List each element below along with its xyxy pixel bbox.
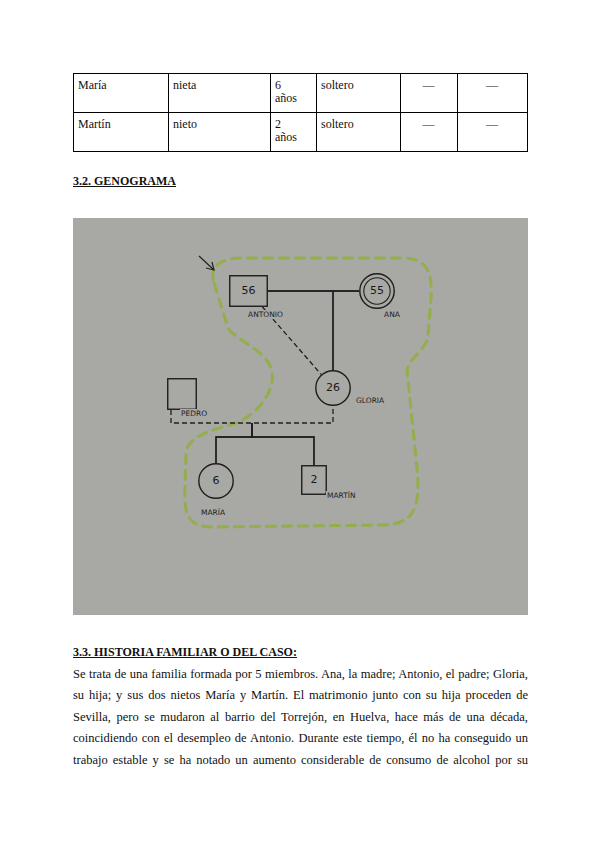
table-cell: — [400, 79, 457, 92]
male-square: 2MARTÍN [301, 465, 327, 495]
age-number: 55 [370, 285, 384, 297]
circle-outline [199, 464, 233, 498]
index-person-arrow [199, 256, 214, 270]
age-number: 26 [326, 382, 340, 394]
table-cell: María [78, 79, 163, 92]
circle-outline [316, 371, 350, 405]
table-lines [73, 73, 528, 152]
square-outline [230, 276, 268, 307]
table-cell: — [400, 118, 457, 131]
age-number: 6 [213, 475, 220, 487]
family-connector [252, 406, 333, 465]
female-circle: 26GLORIA [315, 370, 351, 406]
table-cell: — [457, 118, 527, 131]
family-connector [171, 406, 333, 423]
age-number: 56 [242, 285, 256, 297]
age-number: 2 [311, 474, 318, 486]
table-cell: 2 años [275, 118, 303, 144]
table-cell: nieta [173, 79, 265, 92]
family-connector [216, 406, 333, 463]
family-connector [333, 291, 359, 370]
person-name: MARTÍN [326, 491, 357, 500]
circle-outline [360, 274, 394, 308]
family-connector [171, 410, 252, 463]
person-name: GLORIA [355, 396, 385, 405]
connector-layer [73, 218, 528, 615]
person-name: ANTONIO [247, 310, 284, 319]
square-outline [168, 379, 197, 410]
section-heading: 3.2. GENOGRAMA [73, 174, 176, 189]
person-name: MARÍA [200, 508, 226, 517]
female-circle: 6MARÍA [198, 463, 234, 499]
table-cell: — [457, 79, 527, 92]
node-outline [167, 378, 197, 410]
male-square: 56ANTONIO [229, 275, 268, 307]
household-outline [185, 258, 432, 527]
female-circle: 55ANA [359, 273, 395, 309]
person-name: ANA [383, 310, 401, 319]
table-cell: 6 años [275, 79, 303, 105]
section-heading: 3.3. HISTORIA FAMILIAR O DEL CASO: [73, 645, 528, 660]
male-square: PEDRO [167, 378, 197, 410]
family-connector [268, 291, 333, 370]
genogram-photo: 56ANTONIO55ANA26GLORIAPEDRO6MARÍA2MARTÍN [73, 218, 528, 615]
table-cell: nieto [173, 118, 265, 131]
table-cell: soltero [321, 118, 395, 131]
person-name: PEDRO [180, 409, 208, 418]
square-outline [302, 466, 327, 495]
body-paragraph: Se trata de una familia formada por 5 mi… [73, 664, 528, 771]
table-cell: Martín [78, 118, 163, 131]
inner-circle [364, 278, 390, 304]
photo-drawing [73, 218, 528, 615]
table-cell: soltero [321, 79, 395, 92]
family-connector [171, 410, 314, 465]
